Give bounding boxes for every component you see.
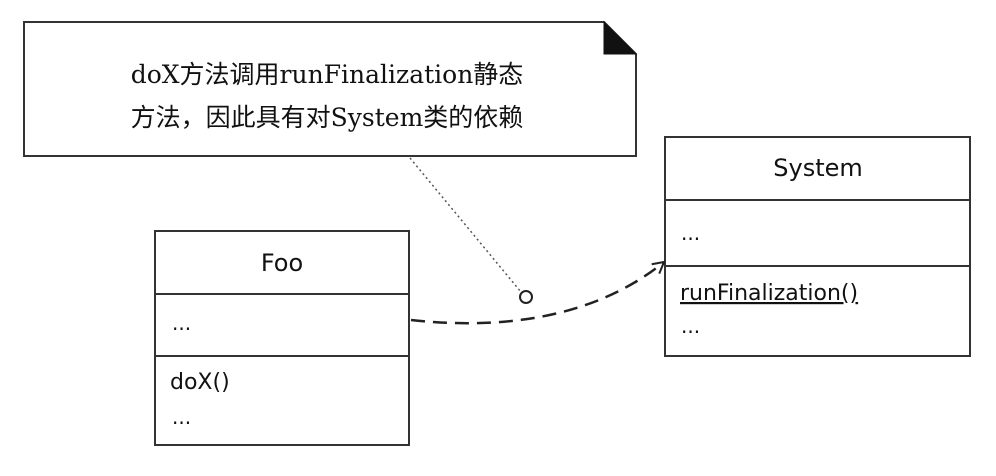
system-class-name: System (773, 154, 863, 182)
foo-class-box (154, 230, 410, 446)
foo-class-name: Foo (261, 249, 303, 277)
foo-attributes: ... (172, 311, 191, 335)
note-folded-corner (603, 20, 638, 55)
foo-method-dox: doX() (170, 370, 230, 395)
system-method-runfinalization: runFinalization() (680, 281, 858, 306)
system-attributes: ... (681, 221, 700, 245)
note-anchor-line (409, 157, 522, 293)
note-body (23, 21, 637, 157)
foo-class: Foo ... doX() ... (154, 230, 410, 446)
system-class: System ... runFinalization() ... (664, 136, 971, 357)
note-line-2: 方法，因此具有对System类的依赖 (131, 103, 524, 132)
system-methods-more: ... (681, 314, 700, 338)
note: doX方法调用runFinalization静态 方法，因此具有对System类… (23, 20, 638, 157)
system-class-box (664, 136, 971, 357)
foo-methods-more: ... (172, 405, 191, 429)
dependency-arrow (410, 262, 664, 325)
note-line-1: doX方法调用runFinalization静态 (131, 60, 524, 89)
note-anchor-circle (519, 290, 533, 304)
